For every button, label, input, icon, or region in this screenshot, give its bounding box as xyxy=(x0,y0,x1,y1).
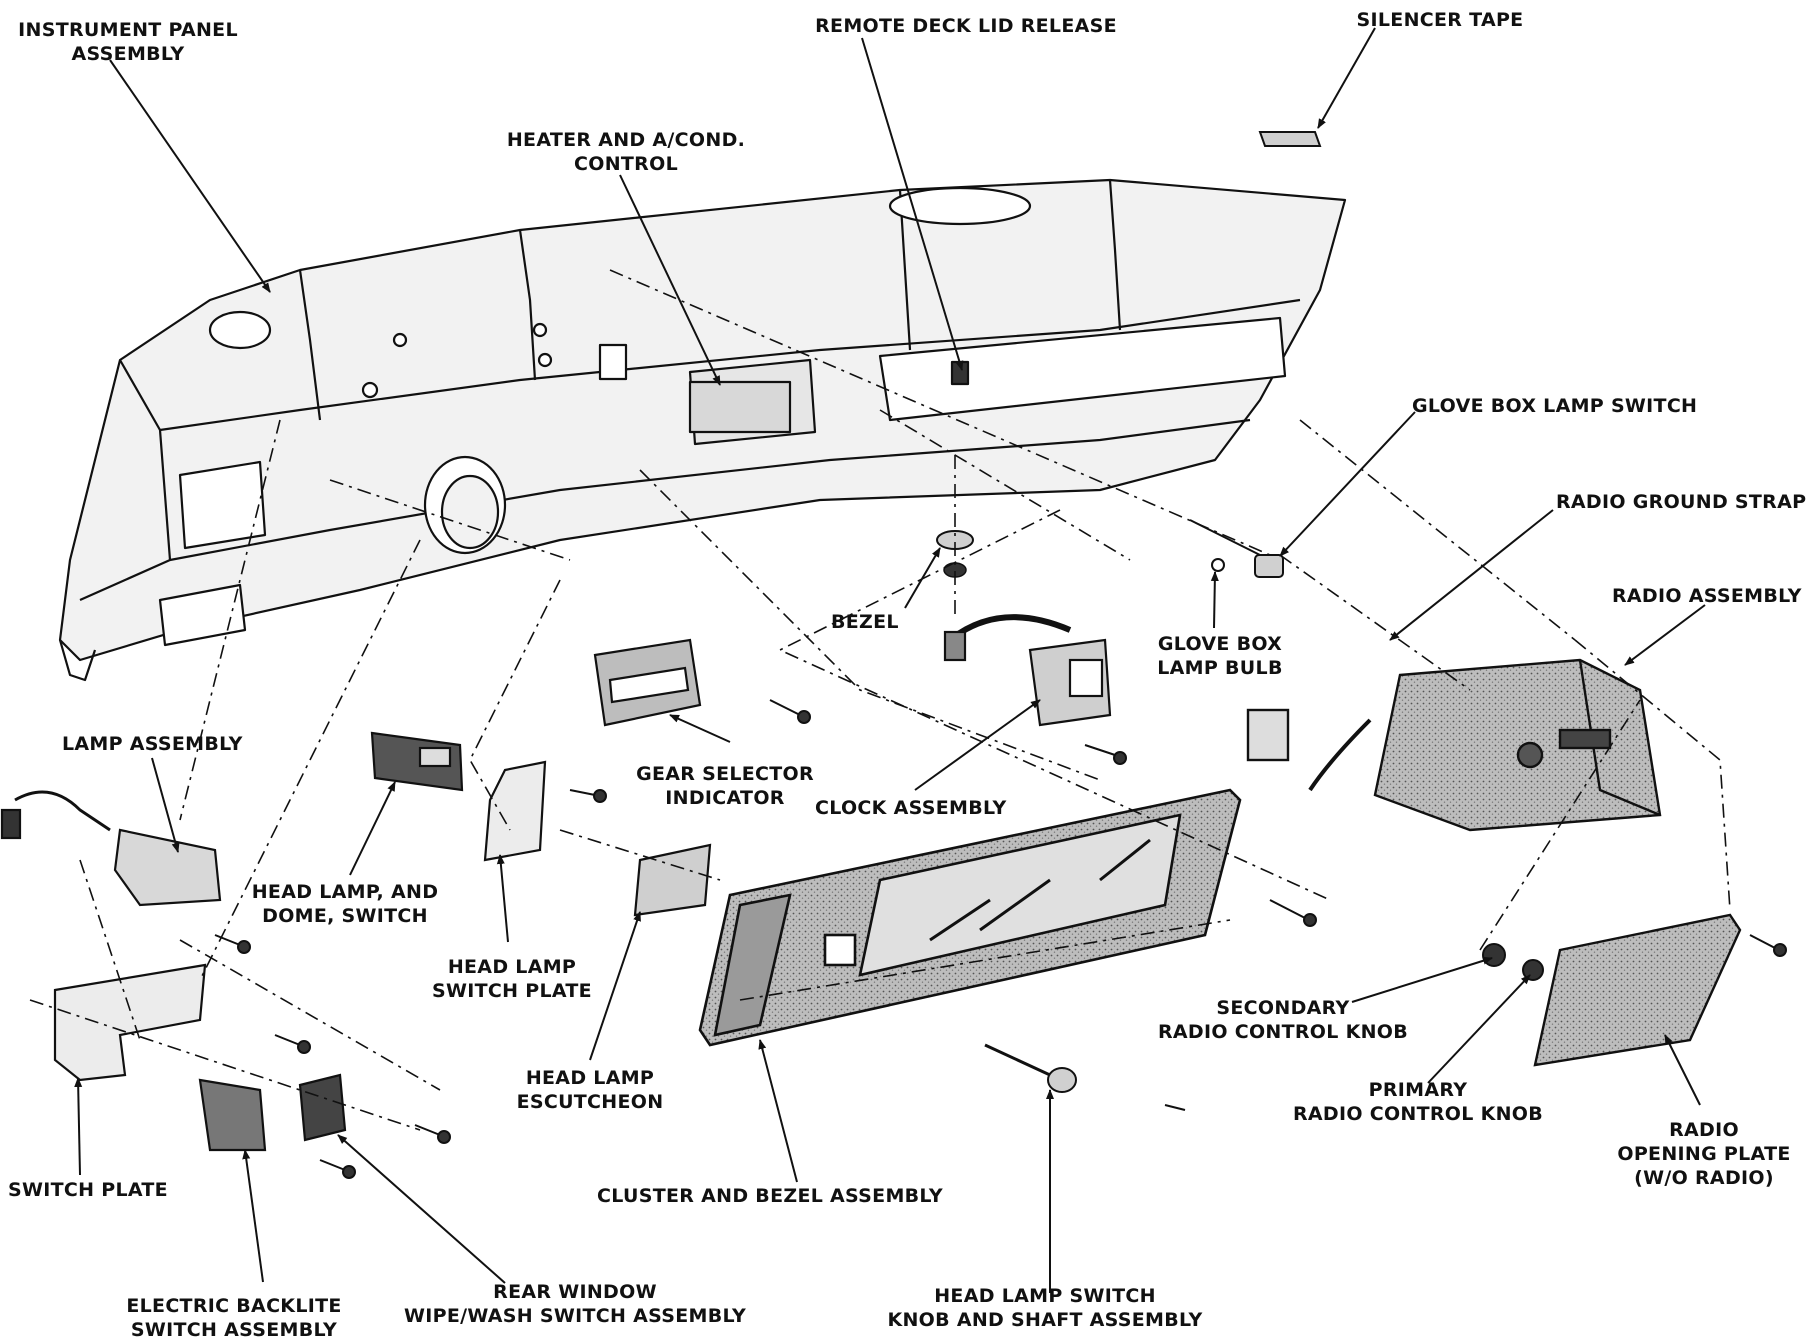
label-head-lamp-switch-knob-and-shaft-assembly: HEAD LAMP SWITCH KNOB AND SHAFT ASSEMBLY xyxy=(887,1285,1203,1331)
head-lamp-switch-plate-part xyxy=(483,760,547,862)
label-glove-box-lamp-switch: GLOVE BOX LAMP SWITCH xyxy=(1412,395,1698,417)
label-rear-window-wipe-wash-switch-assembly: REAR WINDOW WIPE/WASH SWITCH ASSEMBLY xyxy=(403,1281,747,1327)
label-head-lamp-switch-plate: HEAD LAMP SWITCH PLATE xyxy=(432,956,592,1002)
label-radio-assembly: RADIO ASSEMBLY xyxy=(1612,585,1802,607)
label-remote-deck-lid-release: REMOTE DECK LID RELEASE xyxy=(815,15,1117,37)
label-lamp-assembly: LAMP ASSEMBLY xyxy=(62,733,243,755)
label-clock-assembly: CLOCK ASSEMBLY xyxy=(815,797,1007,819)
label-secondary-radio-control-knob: SECONDARY RADIO CONTROL KNOB xyxy=(1157,997,1409,1043)
lamp-assembly-part xyxy=(0,790,222,907)
label-switch-plate: SWITCH PLATE xyxy=(8,1179,168,1201)
secondary-knob-part xyxy=(1482,943,1506,967)
label-radio-ground-strap: RADIO GROUND STRAP xyxy=(1556,491,1807,513)
label-radio-opening-plate: RADIO OPENING PLATE (W/O RADIO) xyxy=(1617,1119,1791,1189)
label-glove-box-lamp-bulb: GLOVE BOX LAMP BULB xyxy=(1157,633,1283,679)
label-instrument-panel-assembly: INSTRUMENT PANEL ASSEMBLY xyxy=(18,19,238,65)
glove-box-lamp-switch-part xyxy=(1189,519,1284,578)
switch-plate-part xyxy=(53,963,207,1082)
silencer-tape-part xyxy=(1258,131,1322,147)
label-bezel: BEZEL xyxy=(831,611,899,633)
label-cluster-and-bezel-assembly: CLUSTER AND BEZEL ASSEMBLY xyxy=(597,1185,943,1207)
radio-opening-plate-part xyxy=(1533,913,1742,1067)
assembly-lines xyxy=(29,269,1731,1131)
electric-backlite-switch-part xyxy=(198,1078,267,1152)
leader-lines xyxy=(74,27,1706,1293)
screws xyxy=(214,699,1787,1179)
radio-assembly-part xyxy=(1246,658,1662,832)
head-lamp-knob-shaft-part xyxy=(984,1043,1077,1093)
label-silencer-tape: SILENCER TAPE xyxy=(1356,9,1524,31)
label-heater-ac-control: HEATER AND A/COND. CONTROL xyxy=(506,129,746,175)
primary-knob-part xyxy=(1522,959,1544,981)
cluster-bezel-assembly-part xyxy=(698,788,1242,1047)
instrument-panel-body xyxy=(58,178,1347,682)
label-gear-selector-indicator: GEAR SELECTOR INDICATOR xyxy=(636,763,814,809)
label-electric-backlite-switch-assembly: ELECTRIC BACKLITE SWITCH ASSEMBLY xyxy=(126,1295,342,1341)
gear-selector-indicator-part xyxy=(593,638,702,727)
head-lamp-dome-switch-part xyxy=(370,731,464,792)
rear-window-switch-part xyxy=(298,1073,347,1142)
label-head-lamp-escutcheon: HEAD LAMP ESCUTCHEON xyxy=(516,1067,664,1113)
clock-assembly-part xyxy=(943,614,1112,727)
head-lamp-escutcheon-part xyxy=(633,843,712,917)
label-head-lamp-dome-switch: HEAD LAMP, AND DOME, SWITCH xyxy=(251,881,439,927)
label-primary-radio-control-knob: PRIMARY RADIO CONTROL KNOB xyxy=(1292,1079,1544,1125)
